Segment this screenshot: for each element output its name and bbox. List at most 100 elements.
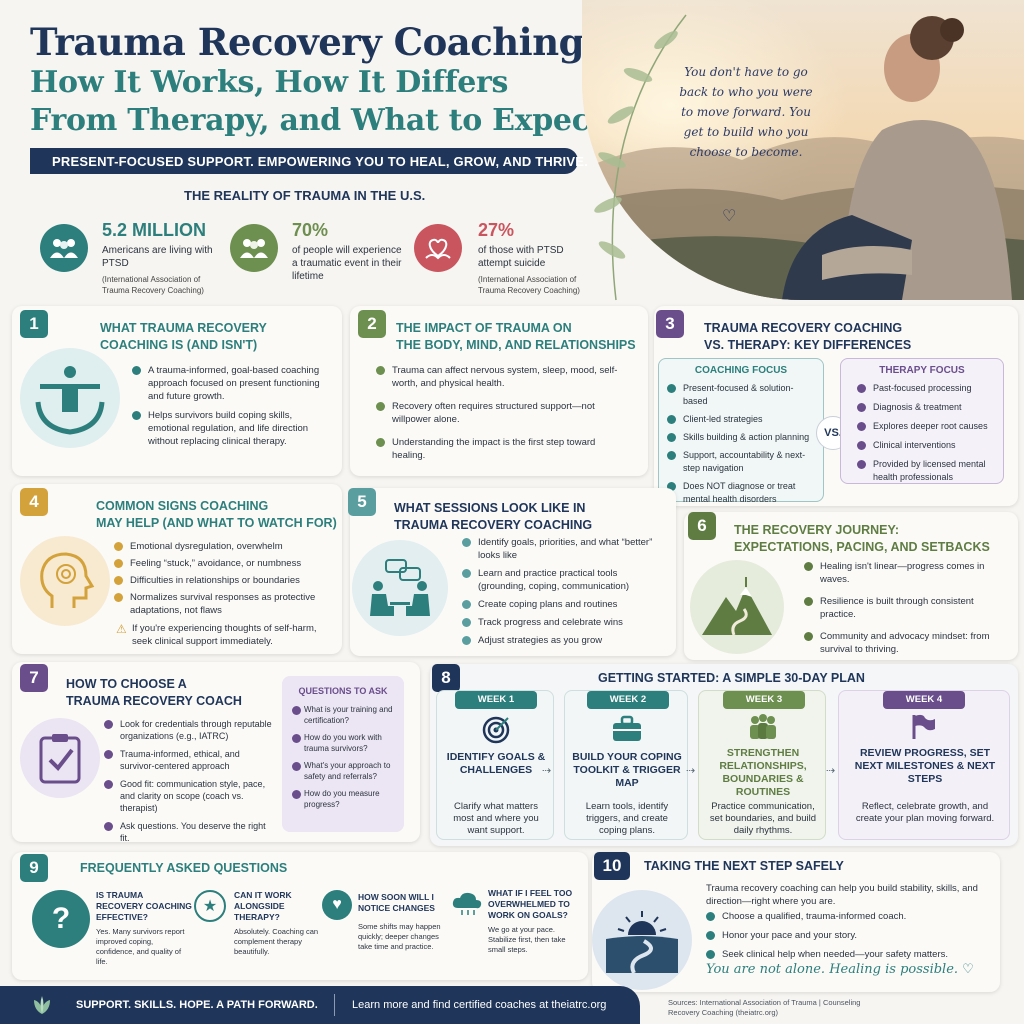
week-1-head: IDENTIFY GOALS & CHALLENGES (446, 751, 546, 776)
list-item: Choose a qualified, trauma-informed coac… (706, 910, 992, 923)
section-5-title: WHAT SESSIONS LOOK LIKE IN TRAUMA RECOVE… (394, 500, 592, 534)
list-item: Feeling “stuck,” avoidance, or numbness (114, 557, 336, 570)
section-7-list: Look for credentials through reputable o… (104, 718, 276, 850)
section-1-card: 1 WHAT TRAUMA RECOVERY COACHING IS (AND … (12, 306, 342, 476)
section-4-card: 4 COMMON SIGNS COACHING MAY HELP (AND WH… (12, 484, 342, 654)
section-3-title: TRAUMA RECOVERY COACHING VS. THERAPY: KE… (704, 320, 911, 354)
list-item: Provided by licensed mental health profe… (857, 458, 997, 484)
faq-answer: Yes. Many survivors report improved copi… (96, 927, 185, 966)
list-item: Honor your pace and your story. (706, 929, 992, 942)
tagline-banner: PRESENT-FOCUSED SUPPORT. EMPOWERING YOU … (30, 148, 588, 174)
section-6-title-b: EXPECTATIONS, PACING, AND SETBACKS (734, 540, 990, 554)
cloud-icon (450, 890, 484, 921)
section-3-number: 3 (656, 310, 684, 338)
leaf-vine-decoration (594, 14, 687, 301)
section-4-title-b: MAY HELP (AND WHAT TO WATCH FOR) (96, 516, 337, 530)
section-3-title-a: TRAUMA RECOVERY COACHING (704, 321, 903, 335)
section-1-title-a: WHAT TRAUMA RECOVERY (100, 321, 267, 335)
sunrise-path-icon (592, 890, 692, 990)
section-1-list: A trauma-informed, goal-based coaching a… (132, 364, 332, 454)
people-icon (747, 713, 779, 746)
coaching-focus-list: Present-focused & solution-based Client-… (667, 382, 817, 506)
title-subline: How It Works, How It Differs From Therap… (30, 64, 604, 140)
section-4-number: 4 (20, 488, 48, 516)
clipboard-check-icon (20, 718, 100, 798)
hero-quote: You don't have to go back to who you wer… (679, 65, 813, 159)
footer-tagline: SUPPORT. SKILLS. HOPE. A PATH FORWARD. (76, 999, 318, 1011)
list-item: Past-focused processing (857, 382, 997, 395)
section-2-title-b: THE BODY, MIND, AND RELATIONSHIPS (396, 338, 636, 352)
list-item: Good fit: communication style, pace, and… (104, 778, 276, 814)
list-item: Identify goals, priorities, and what “be… (462, 536, 666, 562)
stat-1-desc: Americans are living with PTSD (102, 245, 213, 269)
section-5-number: 5 (348, 488, 376, 516)
list-item: Community and advocacy mindset: from sur… (804, 630, 1004, 656)
stat-3-desc: of those with PTSD attempt suicide (478, 245, 564, 269)
stat-2-value: 70% (292, 220, 329, 240)
section-2-title-a: THE IMPACT OF TRAUMA ON (396, 321, 572, 335)
section-7-title-a: HOW TO CHOOSE A (66, 677, 187, 691)
week-2-desc: Learn tools, identify triggers, and crea… (585, 801, 669, 836)
section-8-number: 8 (432, 664, 460, 692)
section-8-card: 8 GETTING STARTED: A SIMPLE 30-DAY PLAN … (430, 664, 1018, 846)
section-2-number: 2 (358, 310, 386, 338)
list-item: Helps survivors build coping skills, emo… (132, 409, 332, 448)
section-3-title-b: VS. THERAPY: KEY DIFFERENCES (704, 338, 912, 352)
section-7-card: 7 HOW TO CHOOSE A TRAUMA RECOVERY COACH … (12, 662, 420, 843)
head-brain-icon (20, 536, 110, 626)
week-1-desc: Clarify what matters most and where you … (453, 801, 539, 836)
footer-link[interactable]: Learn more and find certified coaches at… (352, 999, 607, 1011)
week-4-desc: Reflect, celebrate growth, and create yo… (855, 801, 995, 824)
section-9-title: FREQUENTLY ASKED QUESTIONS (80, 861, 288, 875)
warning-icon: ⚠ (116, 622, 127, 636)
section-4-list: Emotional dysregulation, overwhelm Feeli… (114, 540, 336, 623)
list-item: Does NOT diagnose or treat mental health… (667, 480, 817, 506)
section-9-card: 9 FREQUENTLY ASKED QUESTIONS ? IS TRAUMA… (12, 852, 588, 980)
heart-hands-icon (414, 224, 462, 272)
list-item: Understanding the impact is the first st… (376, 436, 626, 462)
week-4-card: WEEK 4 REVIEW PROGRESS, SET NEXT MILESTO… (838, 690, 1010, 840)
therapy-focus-list: Past-focused processing Diagnosis & trea… (857, 382, 997, 484)
list-item: How do you work with trauma survivors? (292, 732, 398, 754)
questions-title: QUESTIONS TO ASK (298, 686, 388, 696)
stats-title: THE REALITY OF TRAUMA IN THE U.S. (184, 188, 426, 203)
list-item: Explores deeper root causes (857, 420, 997, 433)
faq-answer: Some shifts may happen quickly; deeper c… (358, 922, 441, 951)
arrow-icon: ⇢ (826, 765, 836, 777)
week-4-tag: WEEK 4 (883, 691, 965, 709)
conversation-icon (352, 540, 448, 636)
people-group-icon (40, 224, 88, 272)
section-10-card: 10 TAKING THE NEXT STEP SAFELY Trauma re… (592, 852, 1000, 992)
list-item: Adjust strategies as you grow (462, 634, 666, 647)
section-4-title-a: COMMON SIGNS COACHING (96, 499, 269, 513)
section-10-number: 10 (594, 852, 630, 880)
faq-answer: We go at your pace. Stabilize first, the… (488, 925, 566, 954)
week-2-head: BUILD YOUR COPING TOOLKIT & TRIGGER MAP (572, 751, 682, 789)
list-item: Diagnosis & treatment (857, 401, 997, 414)
week-1-tag: WEEK 1 (455, 691, 537, 709)
list-item: Recovery often requires structured suppo… (376, 400, 626, 426)
person-hands-icon (20, 348, 120, 448)
section-1-title-b: COACHING IS (AND ISN'T) (100, 338, 258, 352)
section-5-title-b: TRAUMA RECOVERY COACHING (394, 518, 593, 532)
list-item: Track progress and celebrate wins (462, 616, 666, 629)
section-10-title: TAKING THE NEXT STEP SAFELY (644, 859, 844, 873)
week-3-tag: WEEK 3 (723, 691, 805, 709)
heart-icon: ♡ (722, 208, 737, 225)
people-group-icon (230, 224, 278, 272)
section-2-card: 2 THE IMPACT OF TRAUMA ON THE BODY, MIND… (350, 306, 648, 476)
week-2-card: WEEK 2 BUILD YOUR COPING TOOLKIT & TRIGG… (564, 690, 688, 840)
footer-bar: SUPPORT. SKILLS. HOPE. A PATH FORWARD. L… (0, 986, 640, 1024)
list-item: Present-focused & solution-based (667, 382, 817, 408)
title-line-3: From Therapy, and What to Expect (30, 103, 604, 138)
list-item: What's your approach to safety and refer… (292, 760, 398, 782)
list-item: Support, accountability & next-step navi… (667, 449, 817, 475)
list-item: Difficulties in relationships or boundar… (114, 574, 336, 587)
stat-2-desc: of people will experience a traumatic ev… (292, 245, 402, 282)
list-item: What is your training and certification? (292, 704, 398, 726)
section-10-list: Choose a qualified, trauma-informed coac… (706, 910, 992, 967)
footer-divider (334, 994, 335, 1016)
list-item: Trauma can affect nervous system, sleep,… (376, 364, 626, 390)
therapy-focus-box: THERAPY FOCUS Past-focused processing Di… (840, 358, 1004, 484)
section-6-number: 6 (688, 512, 716, 540)
